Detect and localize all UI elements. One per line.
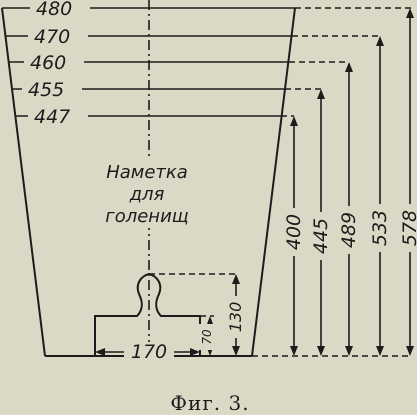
dim-label-533: 533 xyxy=(369,210,391,246)
vertical-dimensions xyxy=(290,8,414,356)
center-label-line2: для xyxy=(129,184,165,205)
dim-label-400: 400 xyxy=(283,214,305,250)
dim-label-445: 445 xyxy=(310,218,332,254)
center-label-line3: голенищ xyxy=(105,206,189,227)
notch-cutout xyxy=(94,272,236,356)
level-label-447: 447 xyxy=(34,106,70,128)
notch-width-label: 170 xyxy=(131,341,167,363)
figure-caption: Фиг. 3. xyxy=(170,391,249,415)
dim-label-578: 578 xyxy=(399,210,417,246)
notch-inner-height-label: 70 xyxy=(200,329,214,345)
level-label-480: 480 xyxy=(36,0,72,20)
level-labels: 480 470 460 455 447 xyxy=(22,0,90,128)
extension-lines xyxy=(252,7,412,357)
dim-label-489: 489 xyxy=(338,212,360,248)
center-label-line1: Наметка xyxy=(106,162,188,183)
level-label-470: 470 xyxy=(34,26,70,48)
notch-dimensions: 170 70 130 xyxy=(95,274,247,363)
dimension-labels: 578 533 489 445 400 xyxy=(283,204,417,260)
level-label-455: 455 xyxy=(28,79,64,101)
level-label-460: 460 xyxy=(30,52,66,74)
notch-outer-height-label: 130 xyxy=(226,302,245,333)
center-label: Наметка для голенищ xyxy=(94,160,198,228)
